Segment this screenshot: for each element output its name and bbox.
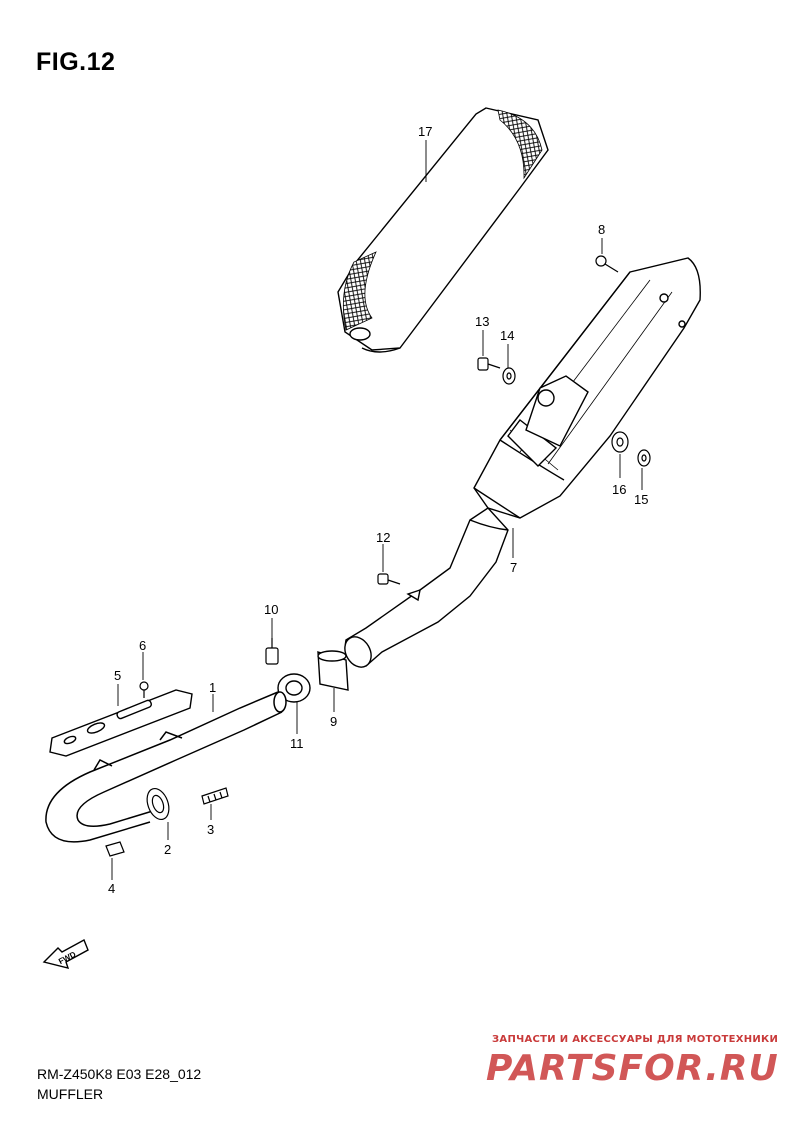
part-2-gasket xyxy=(146,787,170,821)
callout-12: 12 xyxy=(376,530,390,545)
part-14-washer xyxy=(502,367,516,385)
callout-14: 14 xyxy=(500,328,514,343)
part-1-exhaust-pipe xyxy=(45,691,287,843)
part-9-gasket xyxy=(317,650,349,691)
figure-title: FIG.12 xyxy=(36,48,116,76)
callout-3: 3 xyxy=(207,822,214,837)
callout-17: 17 xyxy=(418,124,432,139)
callout-9: 9 xyxy=(330,714,337,729)
callout-8: 8 xyxy=(598,222,605,237)
part-3-stud xyxy=(201,787,229,805)
part-6-screw xyxy=(139,681,149,698)
svg-text:PARTSFOR.RU: PARTSFOR.RU xyxy=(486,1048,779,1089)
callout-labels: 1 2 3 4 5 6 7 8 9 10 11 12 13 14 15 16 1… xyxy=(108,124,648,896)
callout-16: 16 xyxy=(612,482,626,497)
part-4-nut xyxy=(105,841,125,857)
part-12-bolt xyxy=(377,573,401,585)
callout-5: 5 xyxy=(114,668,121,683)
callout-1: 1 xyxy=(209,680,216,695)
part-5-heat-guard xyxy=(49,689,193,757)
part-16-damper xyxy=(611,431,629,453)
callout-4: 4 xyxy=(108,881,115,896)
callout-13: 13 xyxy=(475,314,489,329)
part-11-clamp xyxy=(277,673,311,703)
part-17-silencer-cover xyxy=(337,107,549,353)
part-15-bolt xyxy=(637,449,651,467)
callout-6: 6 xyxy=(139,638,146,653)
callout-15: 15 xyxy=(634,492,648,507)
part-7-muffler xyxy=(344,257,701,668)
watermark-tagline: ЗАПЧАСТИ И АКСЕССУАРЫ ДЛЯ МОТОТЕХНИКИ xyxy=(492,1034,779,1045)
part-10-bolt xyxy=(265,638,279,665)
leader-lines xyxy=(111,140,643,880)
callout-7: 7 xyxy=(510,560,517,575)
fwd-arrow-icon: FWD xyxy=(42,939,89,969)
watermark-logo: PARTSFOR.RU xyxy=(486,1048,779,1089)
part-8-bolt xyxy=(595,255,619,273)
part-13-bolt xyxy=(477,357,501,371)
callout-10: 10 xyxy=(264,602,278,617)
footer-section-title: MUFFLER xyxy=(37,1086,104,1102)
footer-model-code: RM-Z450K8 E03 E28_012 xyxy=(37,1066,202,1082)
callout-2: 2 xyxy=(164,842,171,857)
callout-11: 11 xyxy=(290,736,304,751)
